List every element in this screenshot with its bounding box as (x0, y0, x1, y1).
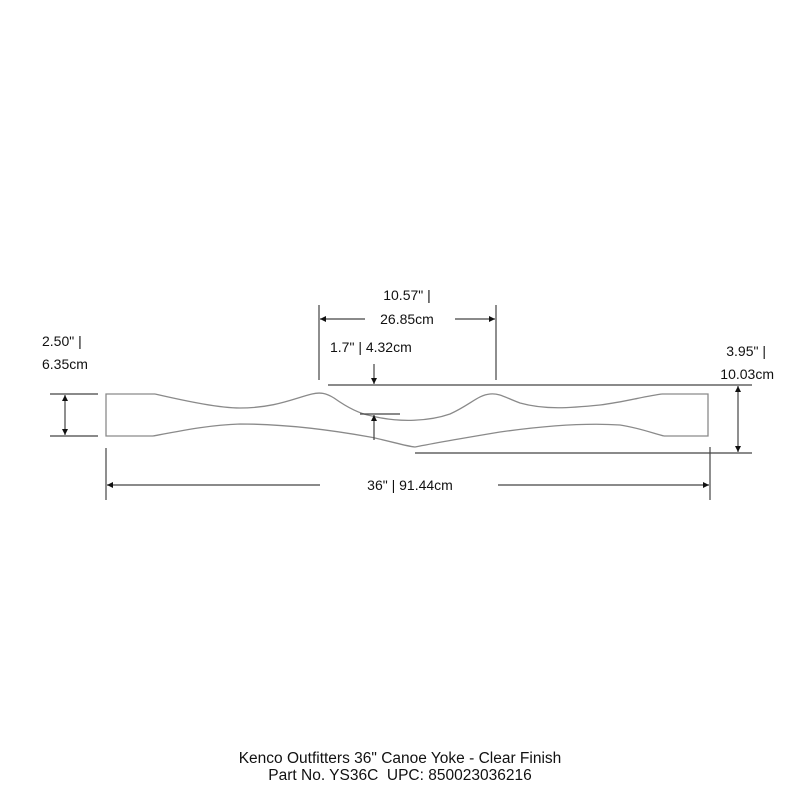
dimension-lines (50, 305, 752, 500)
part-number-line: Part No. YS36C UPC: 850023036216 (268, 767, 532, 784)
center-span-label: 10.57" | 26.85cm (357, 285, 457, 330)
end-width-label: 2.50" | 6.35cm (42, 331, 88, 375)
center-span-cm: 26.85cm (380, 311, 434, 327)
end-width-inches: 2.50" | (42, 333, 82, 349)
overall-length-label: 36" | 91.44cm (367, 477, 453, 493)
overall-height-inches: 3.95" | (726, 343, 766, 359)
center-span-inches: 10.57" | (383, 287, 431, 303)
overall-height-label: 3.95" | 10.03cm (672, 341, 774, 385)
end-width-cm: 6.35cm (42, 356, 88, 372)
overall-height-cm: 10.03cm (720, 366, 774, 382)
center-depth-label: 1.7" | 4.32cm (330, 339, 412, 355)
yoke-outline (105, 392, 709, 448)
product-title: Kenco Outfitters 36" Canoe Yoke - Clear … (238, 750, 562, 767)
